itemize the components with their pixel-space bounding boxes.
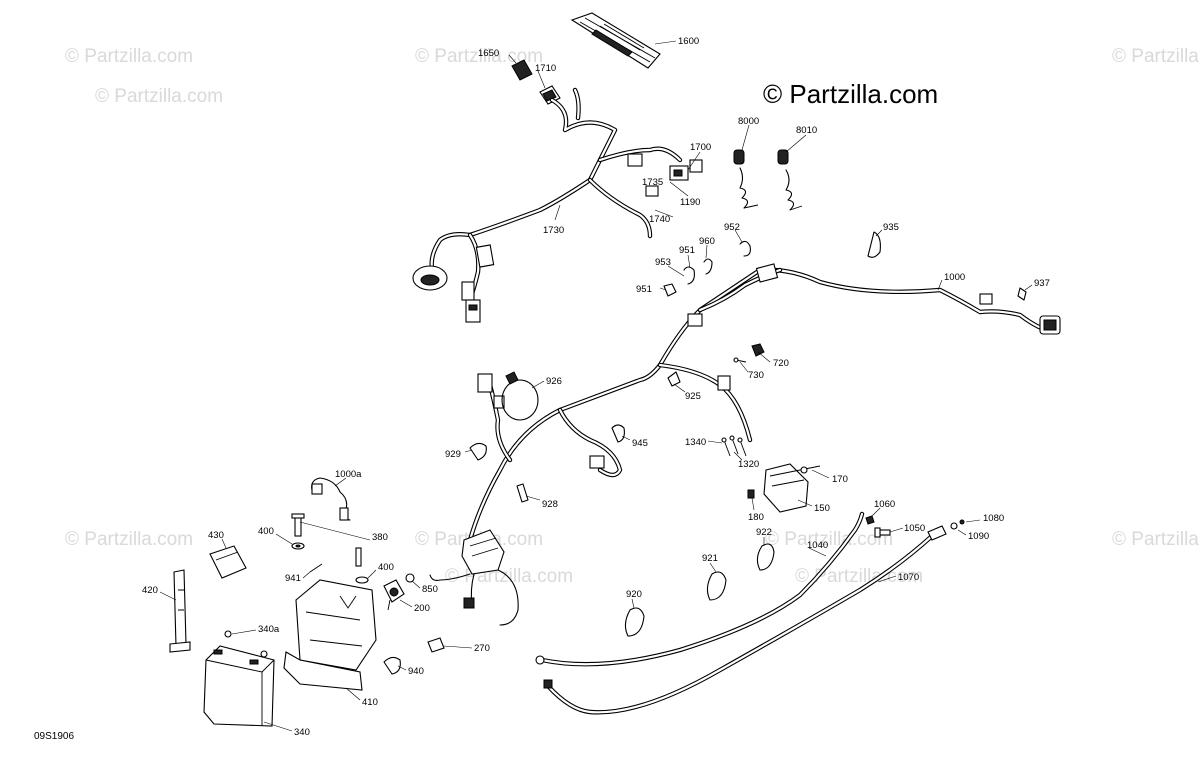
callout-935: 935 [883, 222, 899, 233]
callout-380: 380 [372, 532, 388, 543]
callout-730: 730 [748, 370, 764, 381]
part-200-relay [383, 573, 415, 611]
callout-1740: 1740 [649, 214, 670, 225]
callout-951-upper: 951 [679, 245, 695, 256]
callout-929: 929 [445, 449, 461, 460]
callout-920: 920 [626, 589, 642, 600]
callout-150: 150 [814, 503, 830, 514]
callout-1050: 1050 [904, 523, 925, 534]
callout-170: 170 [832, 474, 848, 485]
callout-1060: 1060 [874, 499, 895, 510]
callout-1710: 1710 [535, 63, 556, 74]
diagram-code: 09S1906 [34, 731, 74, 742]
watermark-bottom-mid: © Partzilla.com [765, 529, 893, 550]
part-clips-95x [663, 231, 881, 297]
watermark-bottom-center-2: © Partzilla.com [445, 566, 573, 587]
callout-180: 180 [748, 512, 764, 523]
callout-945: 945 [632, 438, 648, 449]
callout-1320: 1320 [738, 459, 759, 470]
part-920-922-ties [624, 543, 775, 637]
callout-922: 922 [756, 527, 772, 538]
callout-430: 430 [208, 530, 224, 541]
part-340-battery [203, 645, 275, 727]
watermark-top-center: © Partzilla.com [415, 46, 543, 67]
part-1000a-harness [311, 477, 351, 521]
callout-1000: 1000 [944, 272, 965, 283]
callout-8000: 8000 [738, 116, 759, 127]
part-1000-main-harness [467, 263, 1061, 543]
callout-420: 420 [142, 585, 158, 596]
part-720-730-fasteners [733, 343, 765, 363]
callout-1700: 1700 [690, 142, 711, 153]
watermark-bottom-right: © Partzilla.com [1112, 529, 1200, 550]
callout-1735: 1735 [642, 177, 663, 188]
callout-8010: 8010 [796, 125, 817, 136]
part-1040-1070-cables [535, 511, 947, 715]
callout-1000a: 1000a [335, 469, 362, 480]
callout-340: 340 [294, 727, 310, 738]
callout-926: 926 [546, 376, 562, 387]
part-105x-hardware [865, 515, 965, 538]
callout-928: 928 [542, 499, 558, 510]
brand-logo-text: © Partzilla.com [763, 79, 938, 109]
callout-400-left: 400 [258, 526, 274, 537]
part-1730-dash-harness [412, 87, 703, 323]
callout-labels: 1600 1650 1710 8000 8010 1700 1735 1190 … [142, 36, 1050, 738]
callout-1650: 1650 [478, 48, 499, 59]
part-1320-1340-fuses [721, 435, 747, 457]
callout-921: 921 [702, 553, 718, 564]
callout-1730: 1730 [543, 225, 564, 236]
part-1600-cluster [570, 12, 661, 69]
part-fusebox-harness [429, 529, 519, 626]
watermark-top-right: © Partzilla.com [1112, 46, 1200, 67]
part-941 [309, 563, 323, 573]
callout-410: 410 [362, 697, 378, 708]
part-drawings [169, 12, 1061, 727]
callout-953: 953 [655, 257, 671, 268]
part-340a-nuts [224, 630, 268, 658]
callout-850: 850 [422, 584, 438, 595]
part-150-module [747, 463, 821, 513]
callout-1080: 1080 [983, 513, 1004, 524]
watermark-top-left-2: © Partzilla.com [95, 86, 223, 107]
watermark-bottom-left: © Partzilla.com [65, 529, 193, 550]
leader-lines [159, 40, 1033, 732]
callout-951-lower: 951 [636, 284, 652, 295]
callout-960: 960 [699, 236, 715, 247]
part-926-band [501, 371, 539, 421]
watermark-top-left: © Partzilla.com [65, 46, 193, 67]
part-270-940 [383, 637, 445, 675]
part-925-929-945-clips [469, 371, 681, 503]
callout-400-right: 400 [378, 562, 394, 573]
callout-941: 941 [285, 573, 301, 584]
callout-1340: 1340 [685, 437, 706, 448]
callout-952: 952 [724, 222, 740, 233]
callout-720: 720 [773, 358, 789, 369]
watermark-group: © Partzilla.com © Partzilla.com © Partzi… [65, 46, 1200, 587]
callout-340a: 340a [258, 624, 280, 635]
part-410-battery-tray [283, 579, 377, 691]
callout-940: 940 [408, 666, 424, 677]
callout-270: 270 [474, 643, 490, 654]
callout-1190: 1190 [680, 197, 700, 208]
callout-937: 937 [1034, 278, 1050, 289]
callout-200: 200 [414, 603, 430, 614]
callout-925: 925 [685, 391, 701, 402]
callout-1040: 1040 [807, 540, 828, 551]
part-430-bracket [209, 545, 247, 579]
callout-1090: 1090 [968, 531, 989, 542]
part-380-bolt [291, 513, 369, 584]
callout-1070: 1070 [898, 572, 919, 583]
callout-1600: 1600 [678, 36, 699, 47]
part-8000-8010-coils [733, 149, 803, 211]
part-420-strap [169, 569, 191, 653]
